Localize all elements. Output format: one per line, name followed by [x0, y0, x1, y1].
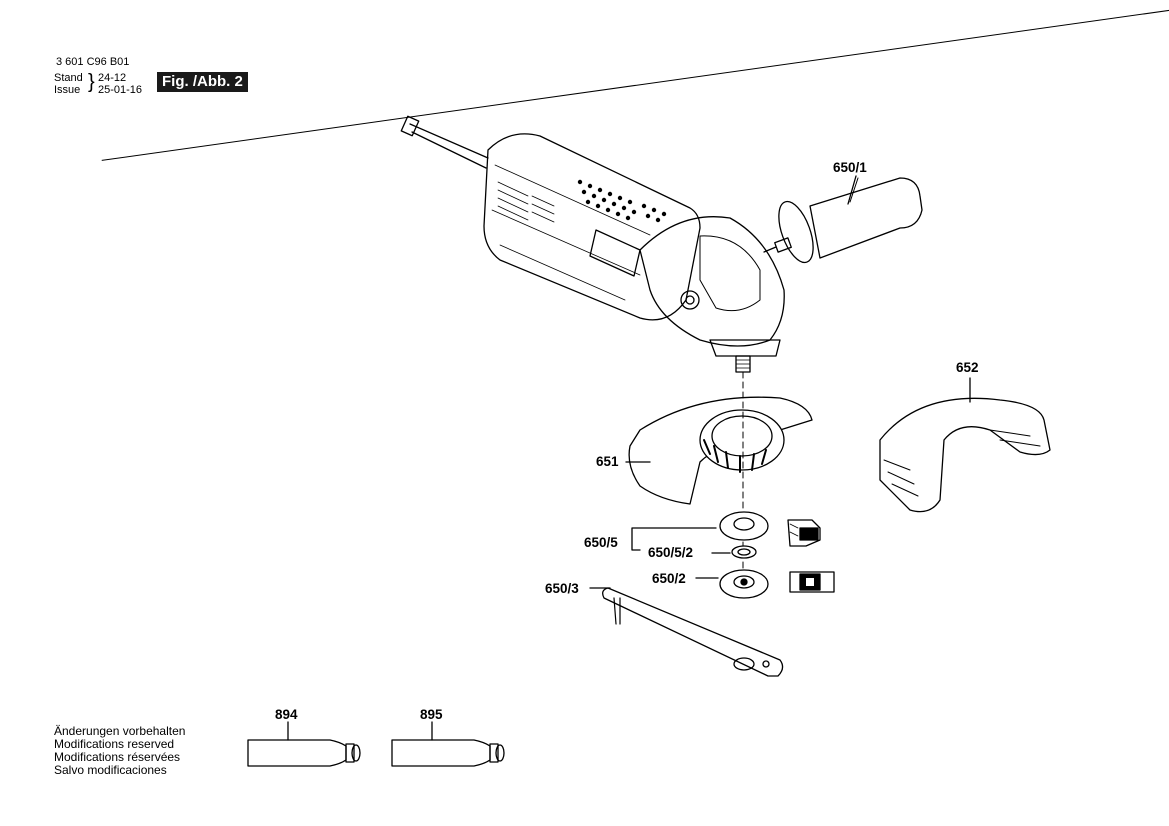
section-icon-flange	[787, 519, 821, 547]
power-cord	[409, 123, 489, 169]
grip-dots	[577, 179, 667, 223]
vent-slots	[497, 181, 555, 223]
section-icon-nut	[789, 571, 835, 593]
callout-894: 894	[275, 707, 298, 722]
grease-tube-895	[391, 739, 505, 767]
spindle-collar	[709, 339, 781, 357]
leader-650-5	[631, 527, 717, 551]
callout-650-1: 650/1	[833, 160, 867, 175]
note-de: Änderungen vorbehalten	[54, 724, 186, 738]
issue-label: Issue	[54, 84, 81, 96]
callout-650-2: 650/2	[652, 571, 686, 586]
auxiliary-handle-650-1	[763, 177, 923, 264]
figure-label: Fig. /Abb. 2	[157, 72, 248, 92]
stand-value: 24-12	[98, 72, 1169, 84]
leader-650-1	[847, 175, 857, 205]
callout-895: 895	[420, 707, 443, 722]
stand-label: Stand	[54, 72, 83, 84]
issue-value: 25-01-16	[98, 84, 143, 96]
note-fr: Modifications réservées	[54, 750, 181, 764]
note-es: Salvo modificaciones	[54, 763, 167, 777]
document-number: 3 601 C96 B01	[56, 56, 130, 68]
grease-tube-894	[247, 739, 361, 767]
mounting-flange-650-5	[719, 511, 769, 559]
angle-grinder	[400, 115, 785, 373]
cutting-guard-652	[879, 397, 1051, 513]
callout-650-5: 650/5	[584, 535, 618, 550]
note-en: Modifications reserved	[54, 737, 175, 751]
callout-650-5-2: 650/5/2	[648, 545, 694, 560]
brace: }	[88, 71, 95, 93]
gear-head	[639, 216, 785, 347]
switch	[589, 229, 641, 277]
callout-650-3: 650/3	[545, 581, 579, 596]
two-pin-spanner-650-3	[602, 587, 784, 677]
motor-housing	[483, 133, 701, 321]
wheel-guard-651	[628, 396, 813, 505]
clamping-nut-650-2	[719, 569, 769, 599]
callout-652: 652	[956, 360, 979, 375]
cord-plug	[400, 115, 420, 137]
callout-651: 651	[596, 454, 619, 469]
spindle-lock-button	[680, 290, 700, 310]
modification-notes: Änderungen vorbehalten Modifications res…	[54, 725, 185, 777]
